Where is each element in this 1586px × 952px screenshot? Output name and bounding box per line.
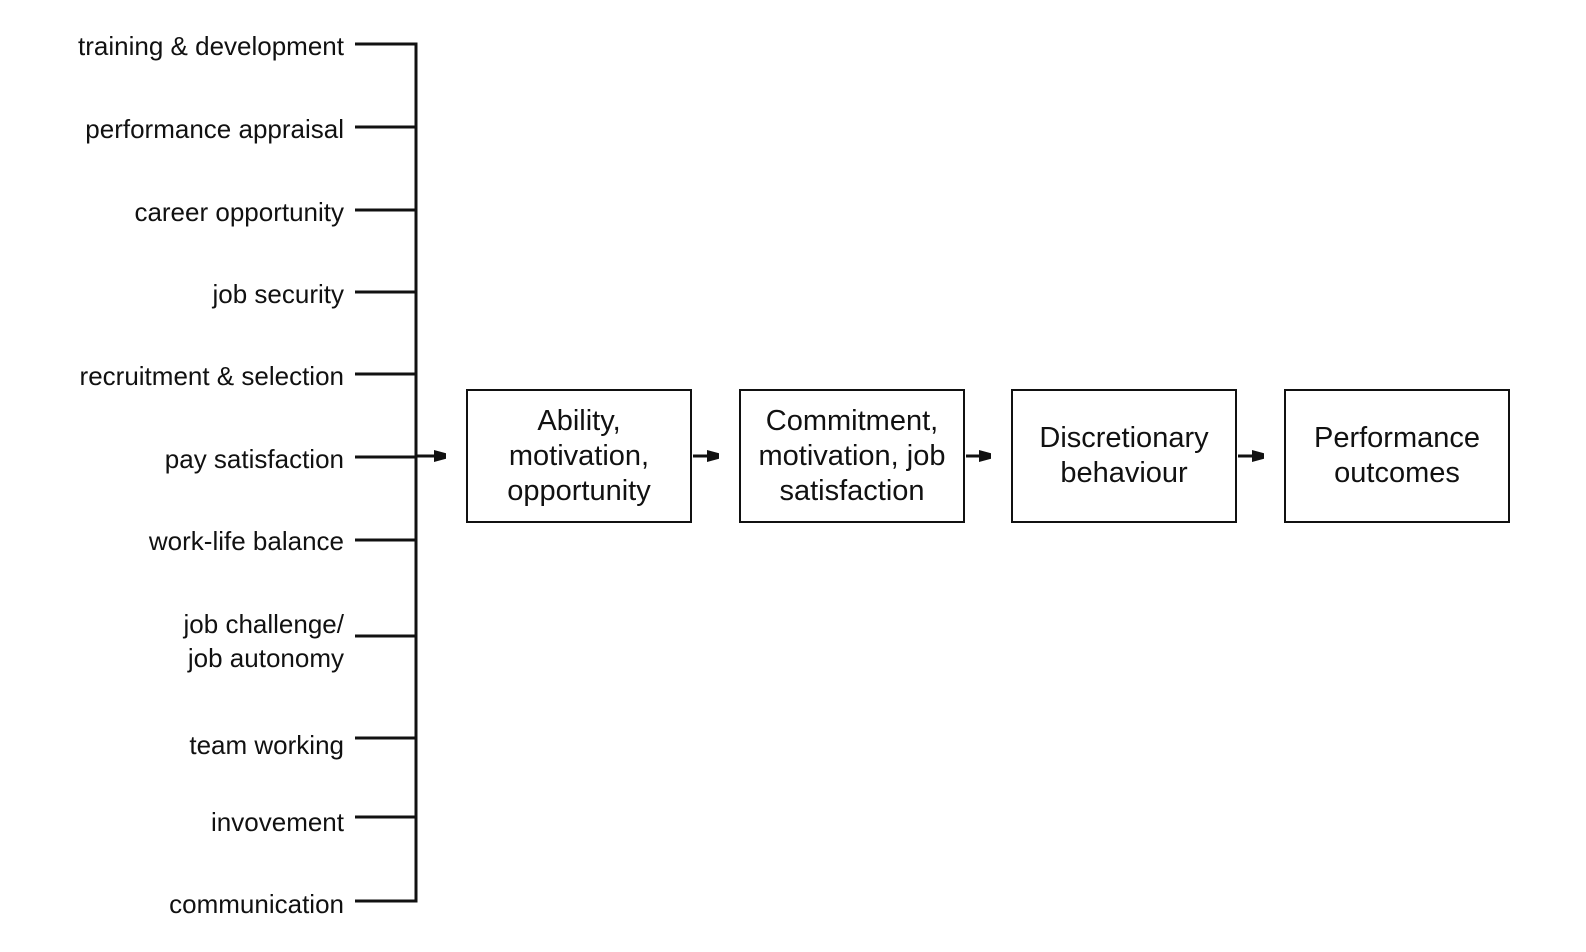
factor-label-communication: communication [169,889,344,919]
factor-label-training-development: training & development [78,31,344,61]
stage-box-discretionary-behaviour: Discretionary behaviour [1011,389,1237,523]
stage-label: Performance outcomes [1313,422,1480,489]
factor-label-career-opportunity: career opportunity [134,197,344,227]
stage-label: Commitment, motivation, job satisfaction [758,404,946,507]
factor-label-recruitment-selection: recruitment & selection [79,361,344,391]
factor-label-involvement: invovement [211,807,344,837]
stage-box-ability-motivation-opportunity: Ability, motivation, opportunity [466,389,692,523]
stage-label: Discretionary behaviour [1039,422,1209,489]
factor-label-job-security: job security [212,279,345,309]
factor-label-pay-satisfaction: pay satisfaction [164,444,344,474]
stage-box-performance-outcomes: Performance outcomes [1284,389,1510,523]
stage-box-commitment-motivation-satisfaction: Commitment, motivation, job satisfaction [739,389,965,523]
factor-label-performance-appraisal: performance appraisal [85,114,344,144]
factor-connectors [355,42,418,903]
factor-label-job-challenge-autonomy: job challenge/ job autonomy [183,609,344,673]
factor-label-team-working: team working [189,730,344,760]
factor-label-work-life-balance: work-life balance [148,526,344,556]
stage-label: Ability, motivation, opportunity [507,404,651,507]
